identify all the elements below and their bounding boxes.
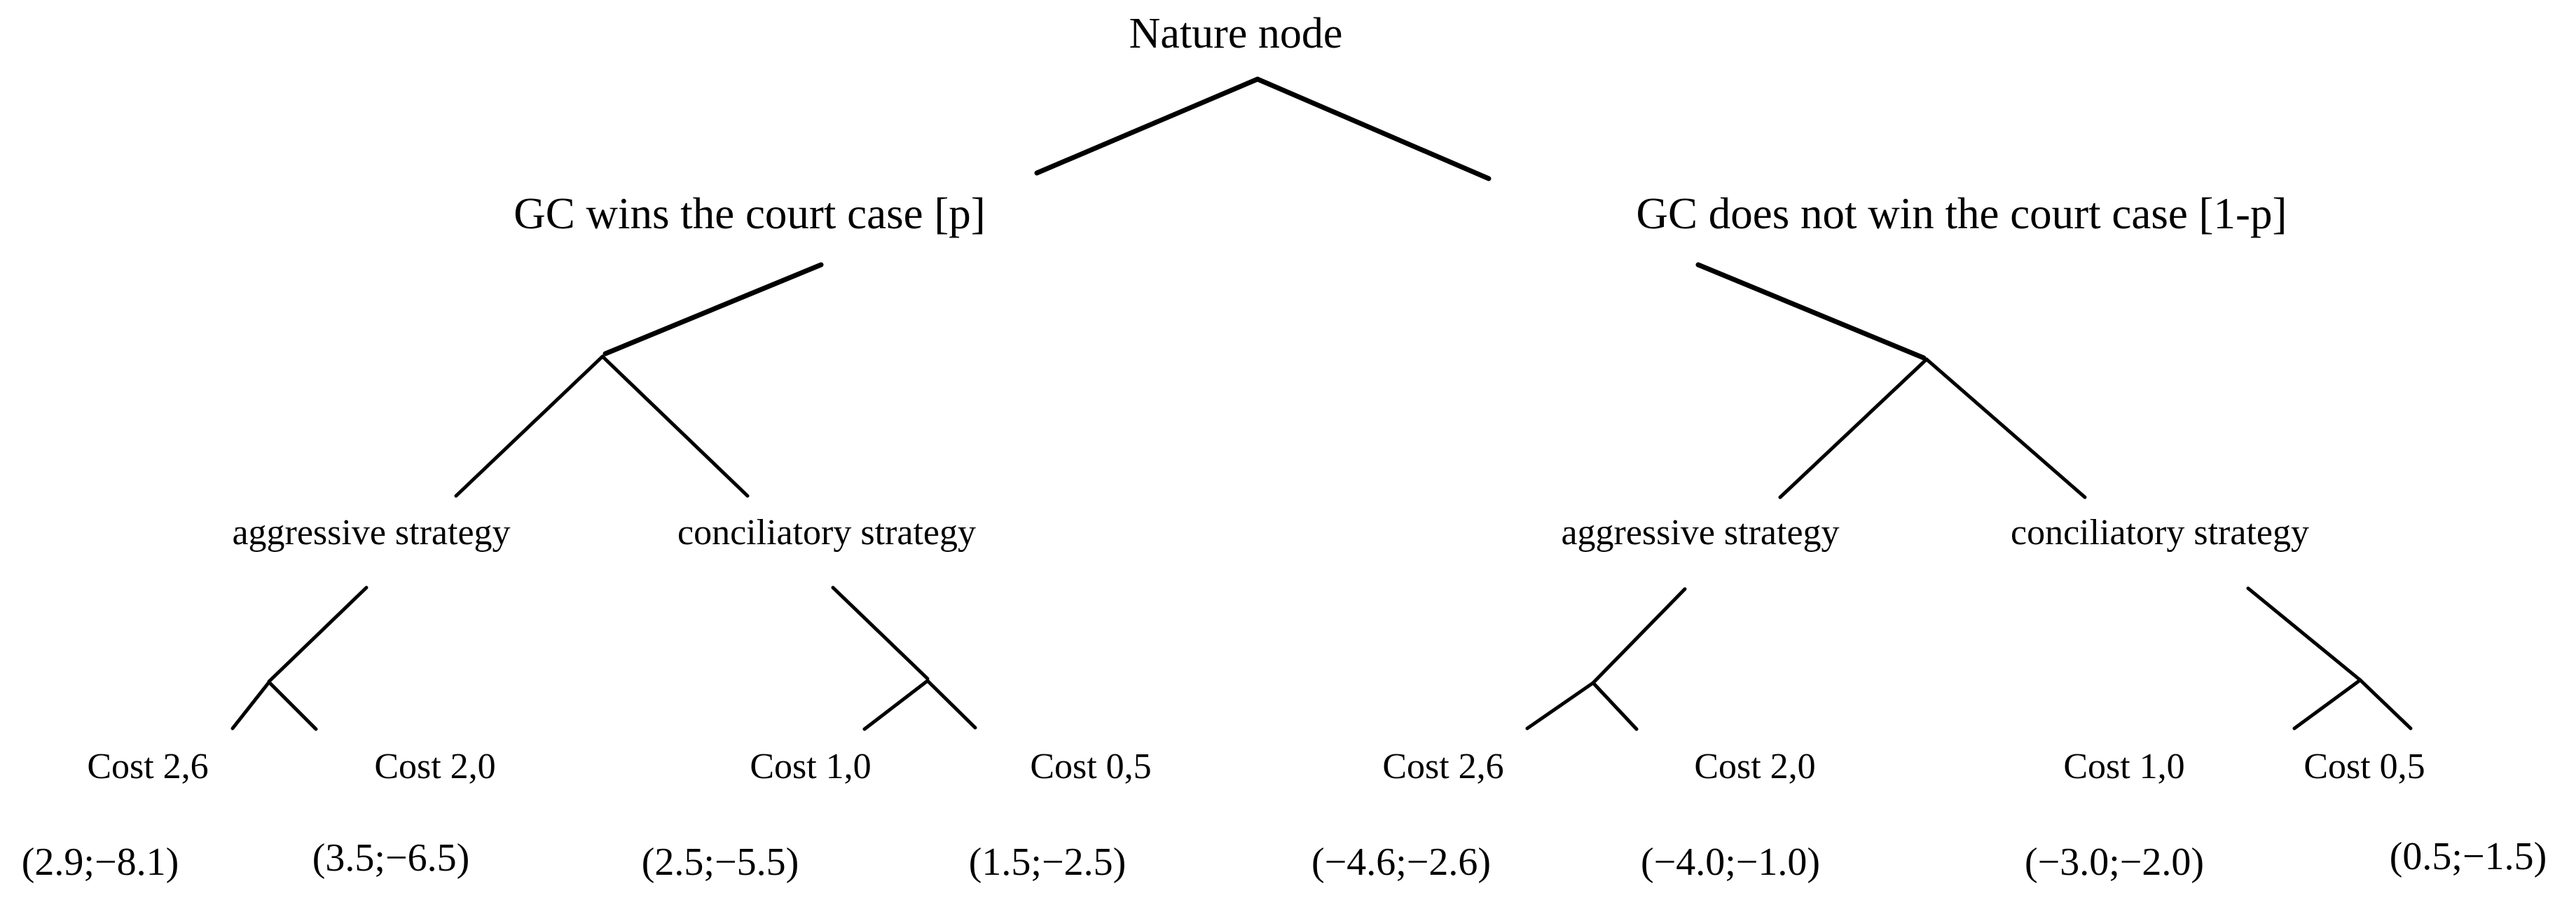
edge-chance2-to-cost05 [925, 679, 977, 730]
edge-right-branch-to-decision [1695, 262, 1927, 361]
payoff-label-3: (2.5;−5.5) [641, 840, 799, 884]
cost-label-8: Cost 0,5 [2303, 747, 2425, 787]
edge-chance4-to-cost10 [2292, 678, 2362, 731]
edge-chance2-to-cost10 [862, 679, 930, 731]
edge-root-to-right-branch [1255, 76, 1492, 181]
payoff-label-8: (0.5;−1.5) [2389, 835, 2547, 878]
edge-left-decision-to-conciliatory [600, 354, 750, 498]
edge-right-decision-to-conciliatory [1924, 357, 2087, 499]
cost-label-6: Cost 2,0 [1694, 747, 1816, 787]
edge-left-aggressive-to-chance [267, 586, 369, 684]
edge-chance3-to-cost20 [1591, 681, 1639, 731]
strategy-label-right-conciliatory: conciliatory strategy [2011, 513, 2309, 553]
edge-right-decision-to-aggressive [1778, 357, 1929, 499]
edge-right-aggressive-to-chance [1591, 587, 1687, 685]
edge-chance1-to-cost20 [267, 680, 318, 731]
edge-chance1-to-cost26 [230, 680, 271, 731]
cost-label-5: Cost 2,6 [1382, 747, 1504, 787]
cost-label-3: Cost 1,0 [750, 747, 872, 787]
payoff-label-4: (1.5;−2.5) [968, 840, 1127, 884]
strategy-label-left-aggressive: aggressive strategy [232, 513, 511, 553]
root-node-label: Nature node [1129, 10, 1343, 57]
strategy-label-left-conciliatory: conciliatory strategy [677, 513, 976, 553]
cost-label-4: Cost 0,5 [1030, 747, 1152, 787]
edge-right-conciliatory-to-chance [2246, 586, 2362, 682]
strategy-label-right-aggressive: aggressive strategy [1561, 513, 1840, 553]
branch-label-gc-wins: GC wins the court case [p] [514, 189, 986, 238]
edge-root-to-left-branch [1034, 76, 1260, 176]
edge-chance4-to-cost05 [2358, 678, 2413, 731]
branch-label-gc-does-not-win: GC does not win the court case [1-p] [1636, 189, 2287, 238]
edge-left-branch-to-decision [602, 262, 824, 356]
edge-chance3-to-cost26 [1525, 681, 1595, 731]
edge-left-decision-to-aggressive [454, 354, 605, 498]
payoff-label-7: (−3.0;−2.0) [2024, 840, 2205, 884]
payoff-label-2: (3.5;−6.5) [312, 836, 470, 880]
cost-label-2: Cost 2,0 [374, 747, 496, 787]
payoff-label-5: (−4.6;−2.6) [1311, 840, 1492, 884]
payoff-label-6: (−4.0;−1.0) [1640, 840, 1821, 884]
cost-label-1: Cost 2,6 [87, 747, 209, 787]
edge-left-conciliatory-to-chance [831, 586, 930, 681]
payoff-label-1: (2.9;−8.1) [21, 840, 179, 884]
cost-label-7: Cost 1,0 [2063, 747, 2185, 787]
